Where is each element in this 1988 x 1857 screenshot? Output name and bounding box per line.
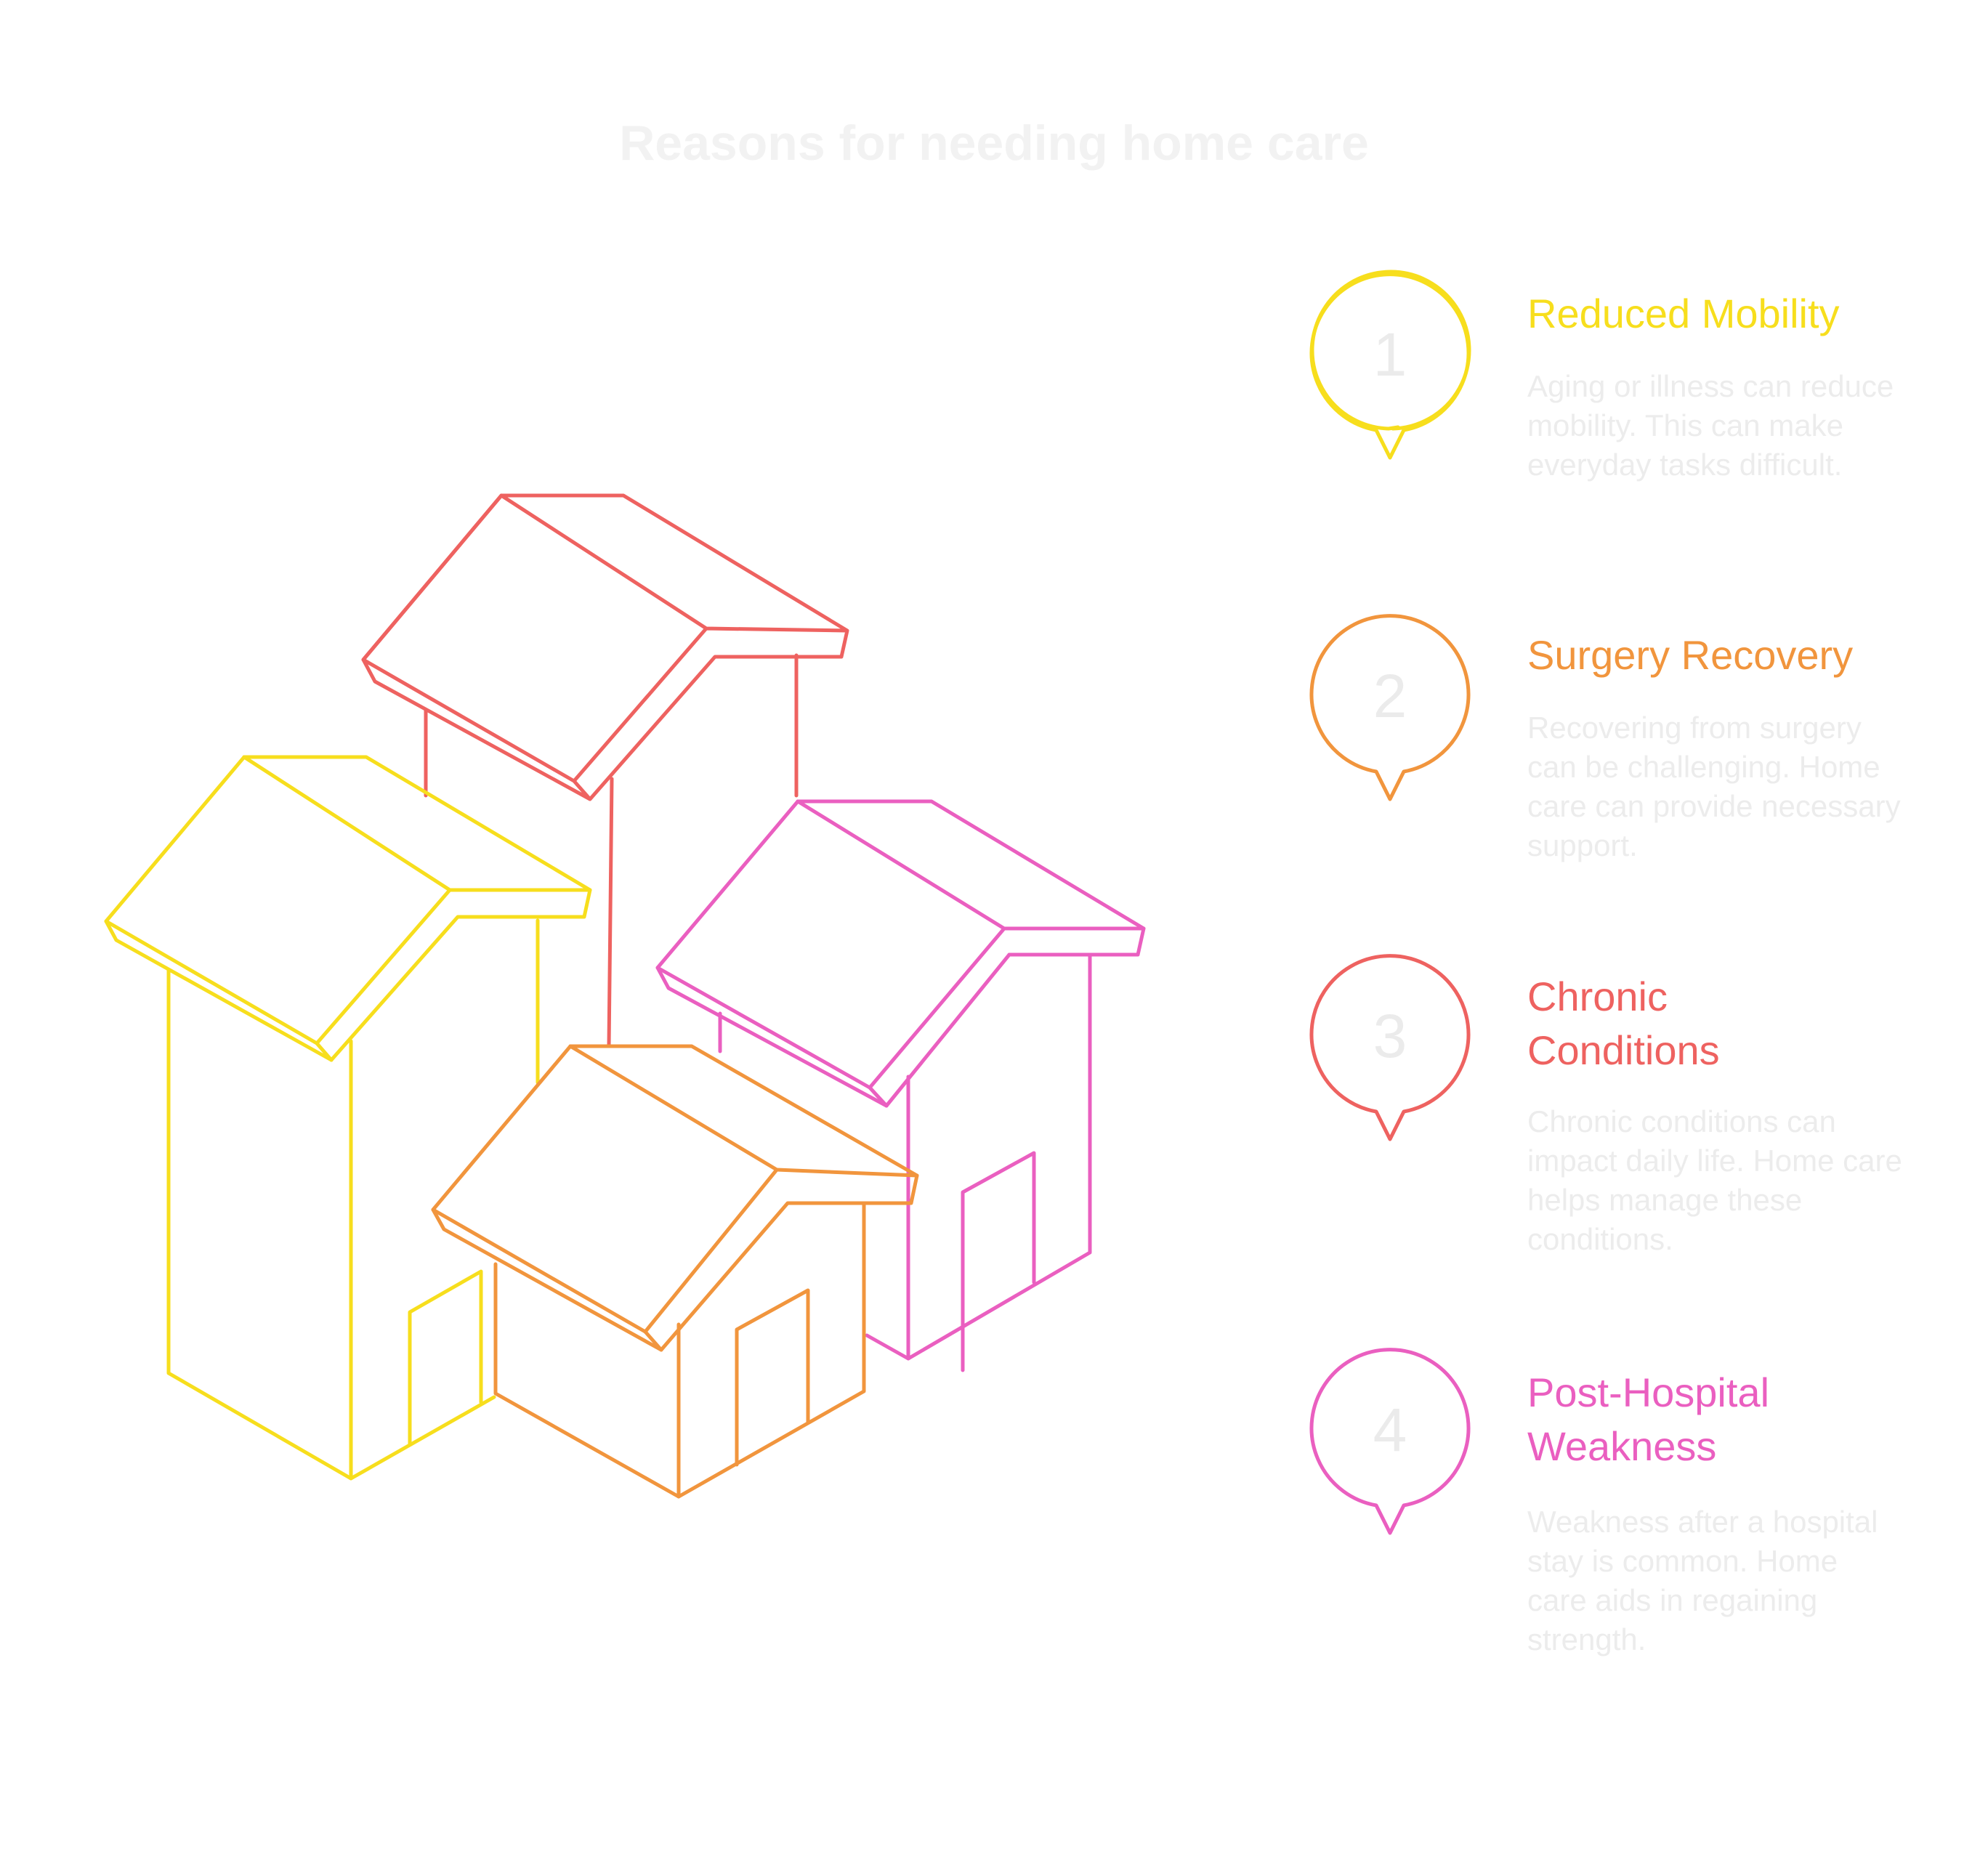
item-title-surgery-recovery: Surgery Recovery [1527, 632, 1854, 678]
item-title-post-hospital-weakness: Post-Hospital Weakness [1527, 1370, 1770, 1469]
orange-house [431, 1044, 919, 1499]
item-description-surgery-recovery: Recovering from surgery can be challengi… [1527, 711, 1901, 862]
red-house [361, 493, 849, 1048]
page-title: Reasons for needing home care [619, 116, 1369, 171]
item-description-post-hospital-weakness: Weakness after a hospital stay is common… [1527, 1505, 1878, 1656]
item-title-chronic-conditions: Chronic Conditions [1527, 974, 1720, 1073]
pin-marker-2 [1309, 614, 1471, 801]
pink-house [655, 799, 1146, 1372]
item-title-reduced-mobility: Reduced Mobility [1527, 291, 1840, 336]
pin-marker-4 [1309, 1348, 1471, 1535]
pin-number-4: 4 [1373, 1396, 1407, 1464]
pin-number-1: 1 [1373, 320, 1407, 389]
pin-number-2: 2 [1373, 662, 1407, 730]
yellow-house [104, 755, 592, 1481]
item-description-chronic-conditions: Chronic conditions can impact daily life… [1527, 1104, 1902, 1256]
pin-marker-1 [1309, 270, 1471, 460]
item-description-reduced-mobility: Aging or illness can reduce mobility. Th… [1527, 369, 1894, 482]
pin-marker-3 [1309, 954, 1471, 1141]
pin-number-3: 3 [1373, 1002, 1407, 1070]
